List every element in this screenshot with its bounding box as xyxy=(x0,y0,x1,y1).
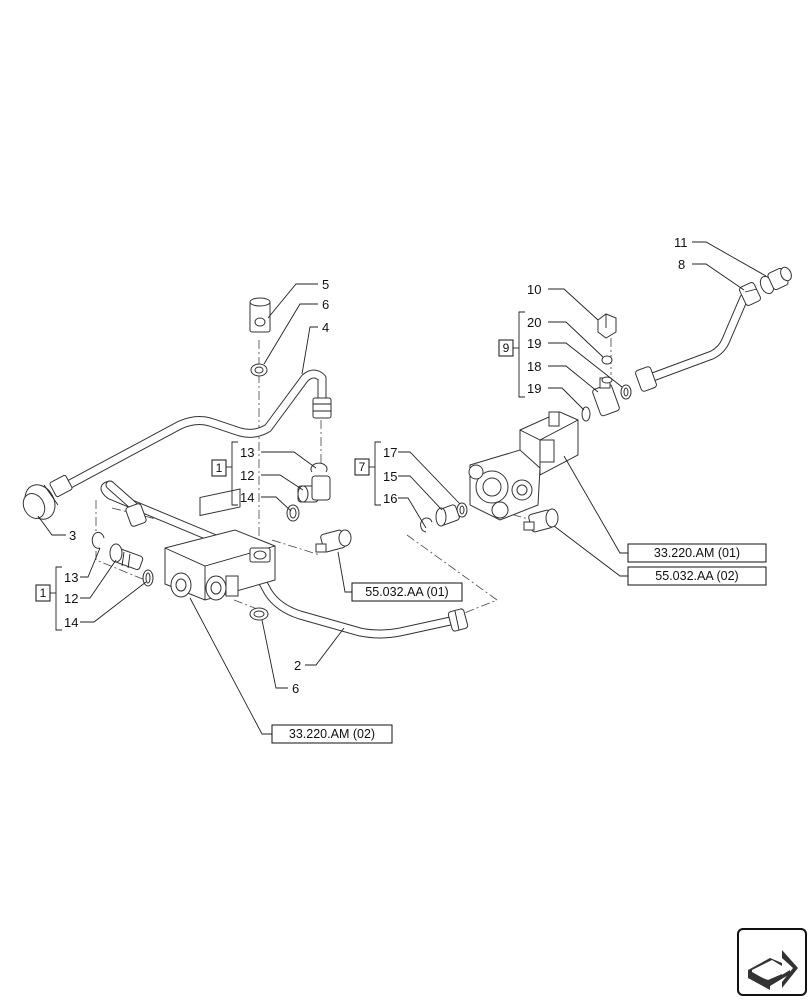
ref-label-33-220-am-01: 33.220.AM (01) xyxy=(654,546,740,560)
valve-block-right xyxy=(468,411,579,521)
leader-lines xyxy=(37,241,767,735)
callout-14-left: 14 xyxy=(64,615,78,630)
fitting-15 xyxy=(435,504,460,527)
callout-12-upper: 12 xyxy=(240,468,254,483)
callout-13-left: 13 xyxy=(64,570,78,585)
ref-label-33-220-am-02: 33.220.AM (02) xyxy=(289,727,375,741)
pressure-switch-02 xyxy=(523,508,559,533)
callout-8: 8 xyxy=(678,257,685,272)
fitting-11 xyxy=(759,266,792,295)
callout-5: 5 xyxy=(322,277,329,292)
quick-coupler-3 xyxy=(22,474,73,520)
callout-19-upper: 19 xyxy=(527,336,541,351)
snap-ring-16 xyxy=(420,517,433,533)
valve-block-left xyxy=(164,488,276,601)
callout-18: 18 xyxy=(527,359,541,374)
pressure-switch-01 xyxy=(315,529,352,553)
o-ring-14-left xyxy=(142,569,154,587)
pipe-4 xyxy=(65,369,332,489)
callout-12-left: 12 xyxy=(64,591,78,606)
group-label-9: 9 xyxy=(503,341,510,355)
o-ring-20 xyxy=(601,355,613,365)
o-ring-14-upper xyxy=(286,504,300,522)
bracket-group-7: 7 xyxy=(354,441,381,506)
bracket-group-9: 9 xyxy=(498,311,525,398)
snap-ring-13-upper xyxy=(310,462,328,473)
pipe-2 xyxy=(100,480,469,639)
callout-3: 3 xyxy=(69,528,76,543)
callout-2: 2 xyxy=(294,658,301,673)
fitting-12-left xyxy=(109,543,144,571)
ref-label-55-032-aa-02: 55.032.AA (02) xyxy=(655,569,738,583)
callout-17: 17 xyxy=(383,445,397,460)
ref-55-032-aa-01[interactable]: 55.032.AA (01) xyxy=(351,582,463,602)
reference-boxes: 33.220.AM (01) 55.032.AA (02) 55.032.AA … xyxy=(271,543,767,744)
bracket-group-1-left: 1 xyxy=(35,566,62,631)
group-label-7: 7 xyxy=(359,460,366,474)
callout-11: 11 xyxy=(674,235,688,250)
callout-numbers: 5 6 4 13 12 14 3 13 12 14 2 6 17 15 16 1… xyxy=(64,235,688,696)
ref-33-220-am-01[interactable]: 33.220.AM (01) xyxy=(627,543,767,563)
cap-nut-10 xyxy=(597,313,617,339)
ref-55-032-aa-02[interactable]: 55.032.AA (02) xyxy=(627,566,767,586)
callout-10: 10 xyxy=(527,282,541,297)
ref-33-220-am-02[interactable]: 33.220.AM (02) xyxy=(271,724,393,744)
callout-15: 15 xyxy=(383,469,397,484)
washer-6-upper xyxy=(250,363,268,377)
ref-label-55-032-aa-01: 55.032.AA (01) xyxy=(365,585,448,599)
callout-20: 20 xyxy=(527,315,541,330)
washer-6-lower xyxy=(249,607,269,621)
callout-16: 16 xyxy=(383,491,397,506)
next-page-arrow-icon[interactable] xyxy=(737,928,807,996)
banjo-bolt-5 xyxy=(249,297,271,333)
group-label-1-left: 1 xyxy=(40,586,47,600)
callout-6-lower: 6 xyxy=(292,681,299,696)
group-label-1-upper: 1 xyxy=(216,461,223,475)
callout-4: 4 xyxy=(322,320,329,335)
elbow-fitting-12-upper xyxy=(297,475,331,503)
o-ring-17 xyxy=(456,502,468,518)
callout-14-upper: 14 xyxy=(240,490,254,505)
callout-19-lower: 19 xyxy=(527,381,541,396)
callout-6-upper: 6 xyxy=(322,297,329,312)
bracket-group-1-upper: 1 xyxy=(211,441,238,506)
tee-fitting-18 xyxy=(592,376,620,417)
o-ring-19-lower xyxy=(581,406,591,422)
o-ring-19-upper xyxy=(620,384,632,400)
snap-ring-13-left xyxy=(91,531,105,549)
callout-13-upper: 13 xyxy=(240,445,254,460)
pipe-8 xyxy=(635,282,761,392)
